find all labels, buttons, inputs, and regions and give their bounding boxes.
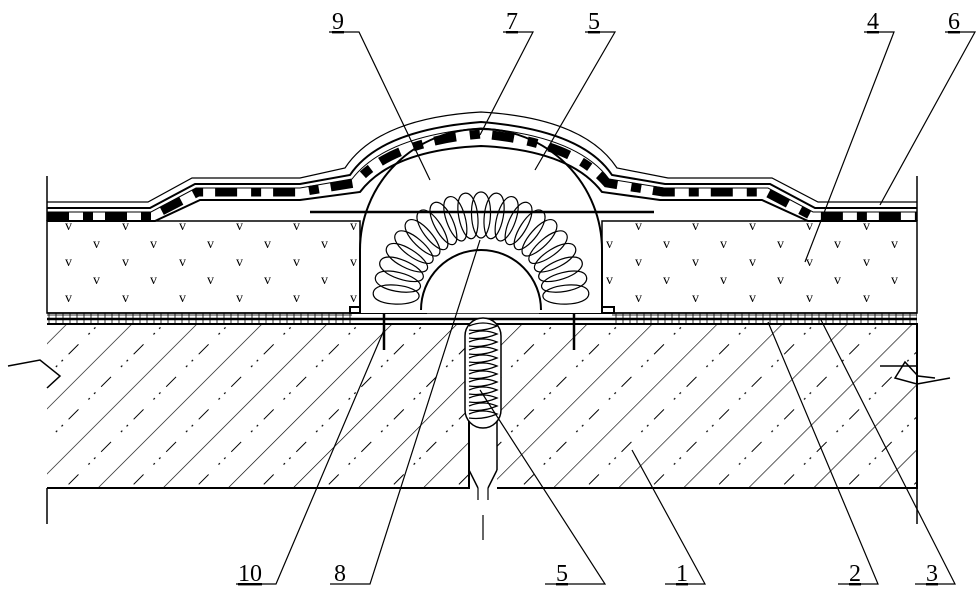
callout-5-top: 5: [588, 9, 600, 35]
compensator-petal: [385, 242, 428, 273]
compensator-petal: [540, 270, 588, 293]
break-line-left: [7, 359, 62, 389]
compensator-petal: [394, 230, 434, 264]
compensator-petal: [470, 191, 492, 239]
callout-6: 6: [948, 9, 960, 35]
cord-coil-turn: [468, 362, 499, 372]
compensator-petal: [538, 256, 583, 283]
callout-4: 4: [867, 9, 879, 35]
cord-coil-turn: [468, 410, 499, 420]
compensator-petal: [379, 256, 424, 283]
callout-labels: 9 7 5 4 6 10 8 5 1 2 3: [238, 9, 960, 587]
concrete-slab-left: [46, 323, 470, 524]
cord-coil-turn: [468, 394, 499, 404]
compensator-petal: [521, 219, 558, 257]
cord-coil-turn: [468, 402, 499, 412]
cord-coil-turn: [468, 386, 499, 396]
leader-lines: [236, 31, 977, 585]
cord-coil-turn: [468, 322, 499, 332]
callout-2: 2: [849, 561, 861, 587]
compensator-petal: [372, 284, 420, 305]
callout-3: 3: [926, 561, 938, 587]
compensator-dome: [359, 128, 603, 313]
cord-coil-turn: [468, 338, 499, 348]
compensator-petal: [494, 196, 519, 242]
cord-coil-turn: [468, 346, 499, 356]
cord-coil-turn: [468, 378, 499, 388]
compensator-petal: [504, 201, 533, 245]
callout-9: 9: [332, 9, 344, 35]
cord-coil-turn: [468, 330, 499, 340]
compensator-petal: [429, 201, 458, 245]
callout-5-bottom: 5: [556, 561, 568, 587]
callout-10: 10: [238, 561, 262, 587]
callout-7: 7: [506, 9, 518, 35]
callout-1: 1: [676, 561, 688, 587]
compensator-petal: [457, 192, 479, 240]
break-line-right: [893, 360, 936, 385]
roofing-membrane: [46, 111, 918, 222]
concrete-slab-right: [497, 323, 918, 524]
cord-coil-turn: [468, 354, 499, 364]
elastic-cord: [464, 317, 502, 429]
callout-8: 8: [334, 561, 346, 587]
compensator-petal: [443, 196, 468, 242]
cord-coil-turn: [468, 370, 499, 380]
compensator-petal: [404, 219, 441, 257]
compensator-petal: [483, 192, 505, 240]
compensator-petal: [534, 242, 577, 273]
compensator-petal: [374, 270, 422, 293]
compensator-petal: [528, 230, 568, 264]
compensator-petal: [542, 284, 590, 305]
